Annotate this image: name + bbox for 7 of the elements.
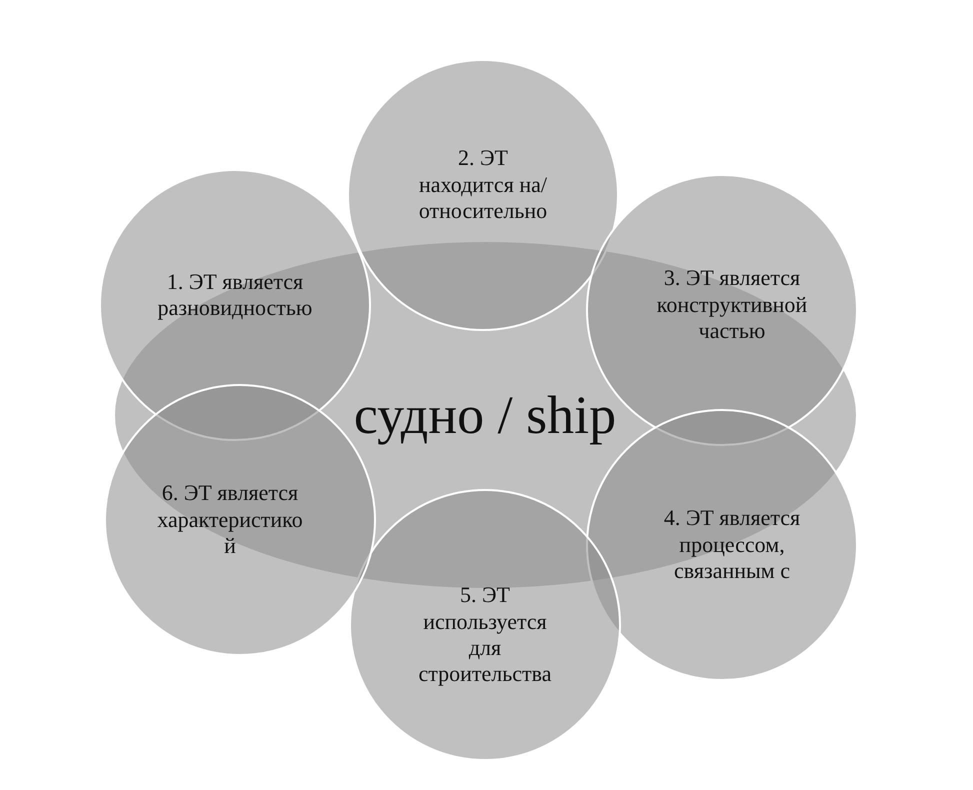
- center-label: судно / ship: [352, 384, 618, 447]
- circle-label: 2. ЭТ находится на/относительно: [418, 145, 548, 225]
- circle-label: 5. ЭТ используется для строительства: [417, 582, 553, 688]
- circle-label: 4. ЭТ является процессом, связанным с: [662, 505, 802, 585]
- circle-label: 1. ЭТ является разновидностью: [156, 268, 314, 322]
- circle-label: 3. ЭТ является конструктивной частью: [656, 265, 808, 345]
- circle-label: 6. ЭТ является характеристикой: [156, 480, 304, 560]
